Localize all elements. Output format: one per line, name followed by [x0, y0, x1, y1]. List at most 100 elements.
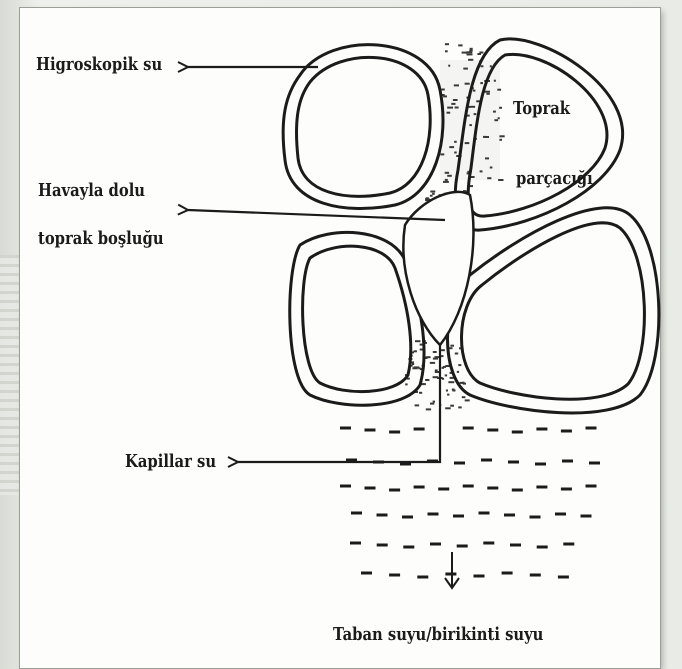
stipple-dot	[484, 91, 490, 93]
stipple-dot	[426, 408, 431, 410]
stipple-dot	[414, 366, 420, 368]
stipple-dot	[415, 404, 420, 406]
stipple-dot	[433, 401, 435, 403]
stipple-dot	[462, 382, 465, 384]
stipple-dot	[485, 157, 489, 159]
stipple-dot	[432, 193, 435, 195]
stipple-dot	[458, 406, 462, 408]
pointer-air-pore	[188, 210, 445, 220]
stipple-dot	[415, 340, 420, 342]
stipple-dot	[470, 48, 473, 50]
stipple-dot	[443, 181, 449, 183]
stipple-dot	[498, 179, 503, 181]
stipple-dot	[474, 113, 477, 115]
soil-particle-bottom-right	[448, 208, 659, 413]
capillary-stipple	[440, 60, 500, 180]
stipple-dot	[430, 191, 435, 193]
stipple-dot	[454, 84, 459, 86]
stipple-dot	[499, 139, 502, 141]
stipple-dot	[465, 399, 470, 401]
stipple-dot	[441, 89, 444, 91]
stipple-dot	[483, 136, 486, 138]
stipple-dot	[412, 363, 414, 365]
stipple-dot	[493, 111, 496, 113]
stipple-dot	[455, 353, 458, 355]
label-capillary: Kapillar su	[125, 451, 216, 473]
stipple-dot	[480, 82, 483, 84]
stipple-dot	[480, 170, 483, 172]
stipple-dot	[466, 51, 472, 53]
stipple-dot	[499, 135, 504, 137]
stipple-dot	[447, 175, 452, 177]
stipple-dot	[457, 371, 459, 373]
stipple-dot	[454, 141, 457, 143]
stipple-dot	[430, 362, 435, 364]
label-air-pore-line2: toprak boşluğu	[38, 228, 164, 250]
stipple-dot	[458, 364, 461, 366]
stipple-dot	[453, 99, 458, 101]
stipple-dot	[462, 52, 468, 54]
stipple-dot	[445, 374, 447, 376]
stipple-dot	[430, 195, 433, 197]
groundwater-dashes	[340, 428, 600, 577]
stipple-dot	[465, 83, 470, 85]
stipple-dot	[465, 142, 470, 144]
stipple-dot	[446, 390, 448, 392]
stipple-dot	[430, 403, 434, 405]
stipple-dot	[470, 106, 475, 108]
stipple-dot	[498, 117, 500, 119]
stipple-dot	[447, 107, 453, 109]
stipple-dot	[494, 80, 496, 82]
stipple-dot	[445, 407, 451, 409]
stipple-dot	[477, 53, 481, 55]
down-arrow-icon	[445, 552, 459, 588]
stipple-dot	[443, 95, 447, 97]
label-particle-line1: Toprak	[513, 98, 570, 120]
stipple-dot	[445, 43, 449, 45]
stipple-dot	[486, 93, 489, 95]
stipple-dot	[433, 351, 437, 353]
stipple-dot	[433, 358, 438, 360]
stipple-dot	[490, 167, 493, 169]
label-air-pore-line1: Havayla dolu	[38, 180, 145, 202]
stipple-dot	[433, 376, 439, 378]
stipple-dot	[451, 103, 455, 105]
stipple-dot	[452, 389, 455, 391]
soil-particle-top-left	[283, 45, 443, 209]
stipple-dot	[450, 405, 454, 407]
stipple-dot	[441, 153, 445, 155]
stipple-dot	[449, 146, 454, 148]
stipple-dot	[447, 394, 449, 396]
stipple-dot	[425, 379, 429, 381]
label-particle-line2: parçacığı	[516, 168, 593, 190]
stipple-dot	[445, 172, 449, 174]
stipple-dot	[497, 89, 501, 91]
label-groundwater: Taban suyu/birikinti suyu	[333, 624, 543, 646]
stipple-dot	[473, 90, 476, 92]
stipple-dot	[447, 112, 451, 114]
stipple-dot	[448, 65, 450, 67]
stipple-dot	[448, 381, 454, 383]
stipple-dot	[487, 177, 491, 179]
stipple-dot	[458, 44, 462, 46]
stipple-dot	[467, 53, 473, 55]
stipple-dot	[468, 59, 473, 61]
stipple-dot	[414, 350, 417, 352]
stipple-dot	[463, 68, 468, 70]
stipple-dot	[450, 345, 454, 347]
stipple-dot	[405, 383, 407, 385]
stipple-dot	[445, 50, 448, 52]
stipple-dot	[455, 107, 459, 109]
stipple-dot	[419, 392, 422, 394]
stipple-dot	[481, 65, 484, 67]
stipple-dot	[435, 371, 439, 373]
stipple-dot	[499, 107, 502, 109]
stipple-dot	[469, 124, 472, 126]
stipple-dot	[462, 396, 466, 398]
stipple-dot	[445, 179, 448, 181]
stipple-dot	[494, 119, 498, 121]
label-hygroscopic: Higroskopik su	[36, 54, 162, 76]
stipple-dot	[490, 65, 492, 67]
stipple-dot	[454, 152, 457, 154]
